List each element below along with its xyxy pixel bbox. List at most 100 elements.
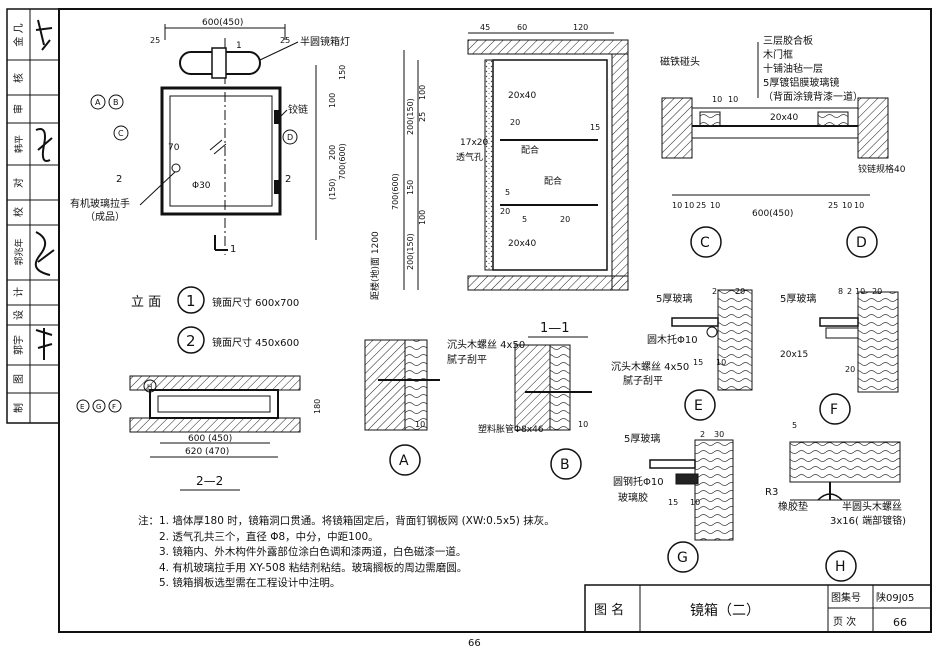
detail-e: 5厚玻璃 圆木托Φ10 2 20 15 10 E	[647, 287, 753, 421]
signature-2	[35, 128, 53, 162]
material-legend: 三层胶合板 木门框 十铺油毡一层 5厚镀铝膜玻璃镜 （背面涂镜背漆一道）	[757, 34, 863, 103]
legend-2: 十铺油毡一层	[763, 62, 823, 75]
dim-phi30: Φ30	[192, 181, 211, 191]
f-dim-2: 2	[847, 287, 852, 296]
dim-elev-200: 200	[328, 145, 337, 160]
c-dim-10a: 10	[672, 201, 682, 210]
detail-b: 沉头木螺丝 4x50 腻子刮平 塑料胀管Φ8x46 10 B	[478, 344, 689, 480]
dim-cd-width: 600(450)	[752, 209, 793, 219]
svg-text:B: B	[113, 98, 119, 107]
b-dim-10: 10	[578, 420, 588, 429]
detail-a: 沉头木螺丝 4x50 腻子刮平 10 A	[364, 338, 525, 476]
strip-row-10: 图	[13, 374, 25, 384]
f-dim-8: 8	[838, 287, 843, 296]
strip-row-4: 对	[12, 178, 25, 188]
c-dim-10d: 10	[712, 95, 722, 104]
review-strip: 金 几 核 审 韩平 对 校 郭兆年 计 设 郭宇 图 制	[6, 8, 60, 424]
h-dim-5: 5	[792, 421, 797, 430]
f-20x15: 20x15	[780, 350, 808, 360]
dim-11-200a: 200(150)	[406, 98, 415, 135]
legend-0: 三层胶合板	[763, 34, 813, 47]
b-putty-label: 腻子刮平	[623, 374, 663, 387]
svg-text:C: C	[118, 129, 124, 138]
label-11-fit-2: 配合	[544, 175, 562, 187]
label-hinge: 铰链	[288, 103, 308, 116]
strip-row-1: 核	[12, 73, 25, 83]
label-11-20a: 20	[510, 118, 520, 127]
dim-11-200b: 200(150)	[406, 233, 415, 270]
strip-row-8: 设	[13, 310, 25, 320]
dim-70: 70	[168, 143, 180, 153]
g-dim-15: 15	[668, 498, 678, 507]
detail-g: 5厚玻璃 圆钢托Φ10 玻璃胶 2 30 15 10 G	[613, 430, 734, 573]
signature-4	[35, 328, 53, 360]
detail-h-label: H	[835, 559, 846, 575]
label-handle-note: （成品）	[85, 211, 125, 223]
dim-elev-width: 600(450)	[202, 18, 243, 28]
f-dim-20a: 20	[872, 287, 882, 296]
dim-11-100a: 100	[418, 85, 427, 100]
detail-d-label: D	[856, 235, 867, 251]
dim-elev-150: 150	[338, 65, 347, 80]
svg-text:F: F	[112, 403, 116, 411]
h-screw-label: 半圆头木螺丝	[842, 500, 902, 513]
ref-circle-c: C	[113, 125, 129, 141]
section-mark-2-right: 2	[285, 174, 291, 185]
h-rubber-label: 橡胶垫	[778, 500, 808, 513]
section-2-2: 180 600 (450) 620 (470) 2—2 E G F H	[76, 375, 322, 491]
d-dim-25: 25	[828, 201, 838, 210]
section-mark-1-bottom: 1	[230, 244, 236, 255]
a-screw-label: 沉头木螺丝 4x50	[447, 338, 525, 351]
dim-22-600: 600 (450)	[188, 434, 232, 444]
size-num-1: 1	[186, 292, 196, 310]
dim-elev-150b: (150)	[328, 178, 337, 200]
detail-g-label: G	[677, 550, 688, 566]
c-dim-10e: 10	[728, 95, 738, 104]
dim-elev-25a: 25	[150, 36, 160, 45]
detail-f: 5厚玻璃 20x15 8 2 10 20 20 F	[780, 287, 899, 425]
signature-1	[35, 19, 53, 51]
strip-row-2: 审	[12, 104, 25, 114]
e-dim-10: 10	[716, 358, 726, 367]
c-dim-10c: 10	[710, 201, 720, 210]
section-22-caption: 2—2	[196, 474, 223, 488]
f-glass-label: 5厚玻璃	[780, 292, 816, 305]
size-text-1: 镜面尺寸 600x700	[212, 296, 299, 309]
dim-11-150: 150	[406, 180, 415, 195]
note-3: 3. 镜箱内、外木构件外露部位涂白色调和漆两道，白色磁漆一道。	[159, 546, 467, 558]
page-value: 66	[893, 616, 907, 629]
detail-b-label: B	[560, 457, 570, 473]
e-rod-label: 圆木托Φ10	[647, 333, 698, 346]
label-11-15: 15	[590, 123, 600, 132]
svg-text:A: A	[95, 98, 101, 107]
svg-text:E: E	[80, 403, 84, 411]
detail-h: 5 R3 橡胶垫 半圆头木螺丝 3x16( 端部镀铬) H	[765, 421, 906, 582]
h-r3: R3	[765, 487, 778, 498]
mirror-frame	[160, 86, 282, 216]
svg-text:H: H	[147, 383, 152, 391]
notes-block: 注：1. 墙体厚180 时，镜箱洞口贯通。将镜箱固定后，背面钉钢板网 (XW:0…	[138, 514, 555, 592]
dim-22-620: 620 (470)	[185, 447, 229, 457]
e-glass-label: 5厚玻璃	[656, 292, 692, 305]
dim-elev-700: 700(600)	[338, 143, 347, 180]
label-11-20b: 20	[500, 207, 510, 216]
detail-e-label: E	[694, 398, 703, 414]
label-11-20x40-bot: 20x40	[508, 239, 537, 249]
note-1: 注：1. 墙体厚180 时，镜箱洞口贯通。将镜箱固定后，背面钉钢板网 (XW:0…	[138, 515, 555, 527]
notes-prefix: 注：	[138, 515, 159, 527]
label-11-20x40-top: 20x40	[508, 91, 537, 101]
d-dim-10: 10	[842, 201, 852, 210]
section-11-side-text: 距楼(地)面 1200	[369, 231, 381, 300]
g-silicone-label: 玻璃胶	[618, 491, 648, 504]
strip-row-6: 郭兆年	[13, 238, 25, 265]
g-glass-label: 5厚玻璃	[624, 432, 660, 445]
size-text-2: 镜面尺寸 450x600	[212, 336, 299, 349]
dim-11-60: 60	[517, 23, 527, 32]
section-mark-2-left: 2	[116, 174, 122, 185]
dim-11-100b: 100	[418, 210, 427, 225]
note-4: 4. 有机玻璃拉手用 XY-508 粘结剂粘结。玻璃搁板的周边需磨圆。	[159, 561, 468, 574]
strip-row-9: 郭宇	[12, 335, 25, 355]
e-dim-15: 15	[693, 358, 703, 367]
strip-row-7: 计	[12, 287, 25, 297]
